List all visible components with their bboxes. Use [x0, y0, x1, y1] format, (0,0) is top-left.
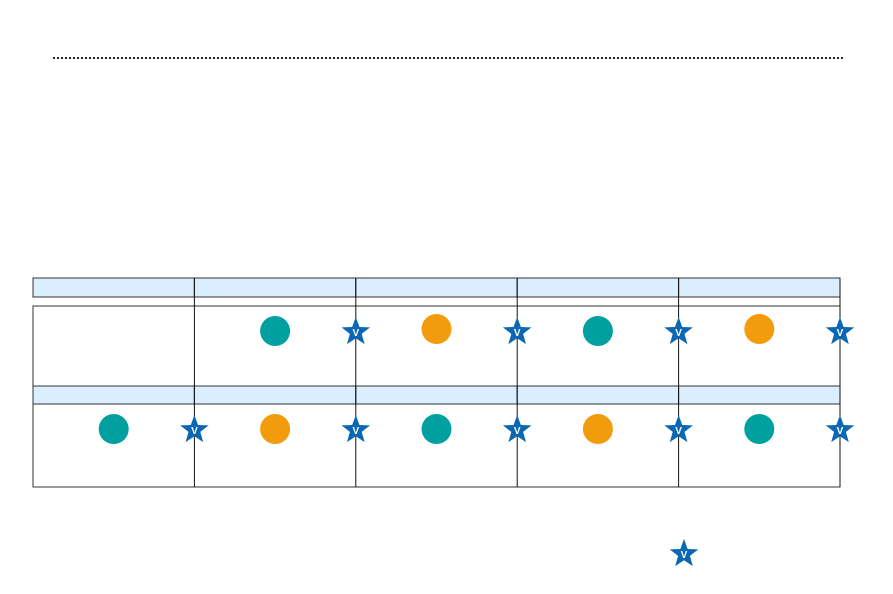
svg-text:V: V — [352, 426, 359, 437]
row-2-col-3-v-star-icon: V — [502, 415, 532, 443]
row-2-header-cell-4 — [516, 385, 680, 405]
row-2-header-cell-1 — [32, 385, 195, 405]
svg-text:V: V — [837, 426, 844, 437]
row-1-col-2-teal-circle-icon — [260, 316, 291, 346]
row-2-col-1-v-star-icon: V — [180, 415, 209, 443]
row-2-col-3-teal-circle-icon — [421, 414, 452, 444]
row-1-header-cell-3 — [355, 277, 518, 298]
row-2-header-cell-5 — [678, 385, 841, 405]
row-1-col-2-v-star-icon: V — [341, 317, 371, 345]
svg-text:V: V — [675, 328, 682, 339]
svg-text:V: V — [352, 328, 359, 339]
row-2-col-1-teal-circle-icon — [98, 414, 129, 444]
row-1-header-cell-2 — [193, 277, 357, 298]
row-2-header-cell-3 — [355, 385, 518, 405]
row-1-col-5-v-star-icon: V — [825, 317, 855, 345]
dotted-divider — [53, 57, 843, 59]
row-2-col-4-orange-circle-icon — [582, 414, 613, 444]
svg-text:V: V — [191, 426, 198, 437]
row-1-header-cell-1 — [32, 277, 195, 298]
svg-text:V: V — [514, 328, 521, 339]
row-1-col-4-teal-circle-icon — [582, 316, 613, 346]
row-2-col-2-orange-circle-icon — [260, 414, 291, 444]
row-2-col-4-v-star-icon: V — [664, 415, 693, 443]
row-1-col-5-orange-circle-icon — [744, 314, 775, 344]
row-1-header-cell-5 — [678, 277, 841, 298]
svg-text:V: V — [681, 550, 688, 561]
row-1-col-3-v-star-icon: V — [502, 317, 532, 345]
legend-v-star-icon: V — [669, 539, 699, 567]
svg-text:V: V — [837, 328, 844, 339]
row-2-header-cell-2 — [193, 385, 357, 405]
svg-text:V: V — [514, 426, 521, 437]
row-1-header-cell-4 — [516, 277, 680, 298]
row-1-col-4-v-star-icon: V — [664, 317, 693, 345]
row-2-col-5-teal-circle-icon — [744, 414, 775, 444]
svg-text:V: V — [675, 426, 682, 437]
row-1-col-3-orange-circle-icon — [421, 314, 452, 344]
row-2-col-2-v-star-icon: V — [341, 415, 371, 443]
row-2-col-5-v-star-icon: V — [825, 415, 855, 443]
